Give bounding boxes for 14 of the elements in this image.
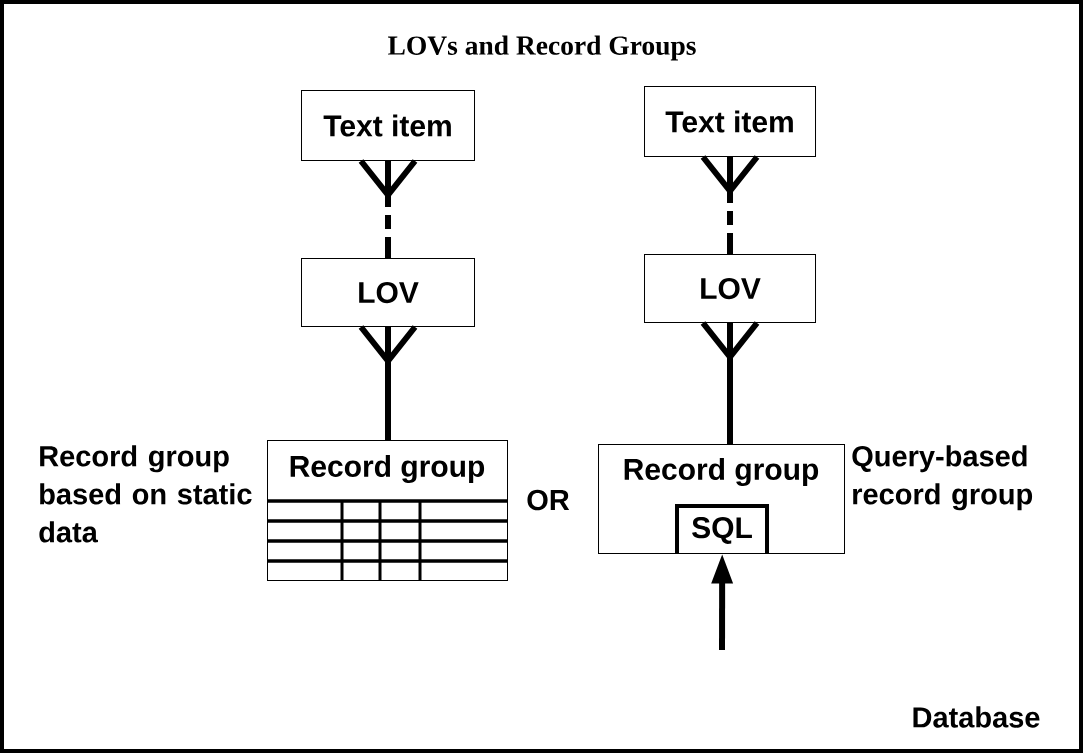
relationship-line (700, 321, 760, 444)
label: Database (913, 706, 1040, 728)
relationship-line (358, 325, 418, 440)
entity-box: Text item (644, 86, 816, 157)
side-note: Query-based record group (852, 445, 1033, 511)
title: LOVs and Record Groups (388, 35, 696, 61)
entity-box: LOV (301, 258, 475, 327)
entity-box: LOV (644, 254, 816, 323)
relationship-line (700, 155, 760, 254)
entity-box: Text item (301, 90, 475, 161)
sql-box: SQL (675, 504, 769, 553)
relationship-line (358, 159, 418, 258)
side-note: Record group based on static data (39, 445, 252, 543)
record-table: Record group (267, 440, 508, 581)
